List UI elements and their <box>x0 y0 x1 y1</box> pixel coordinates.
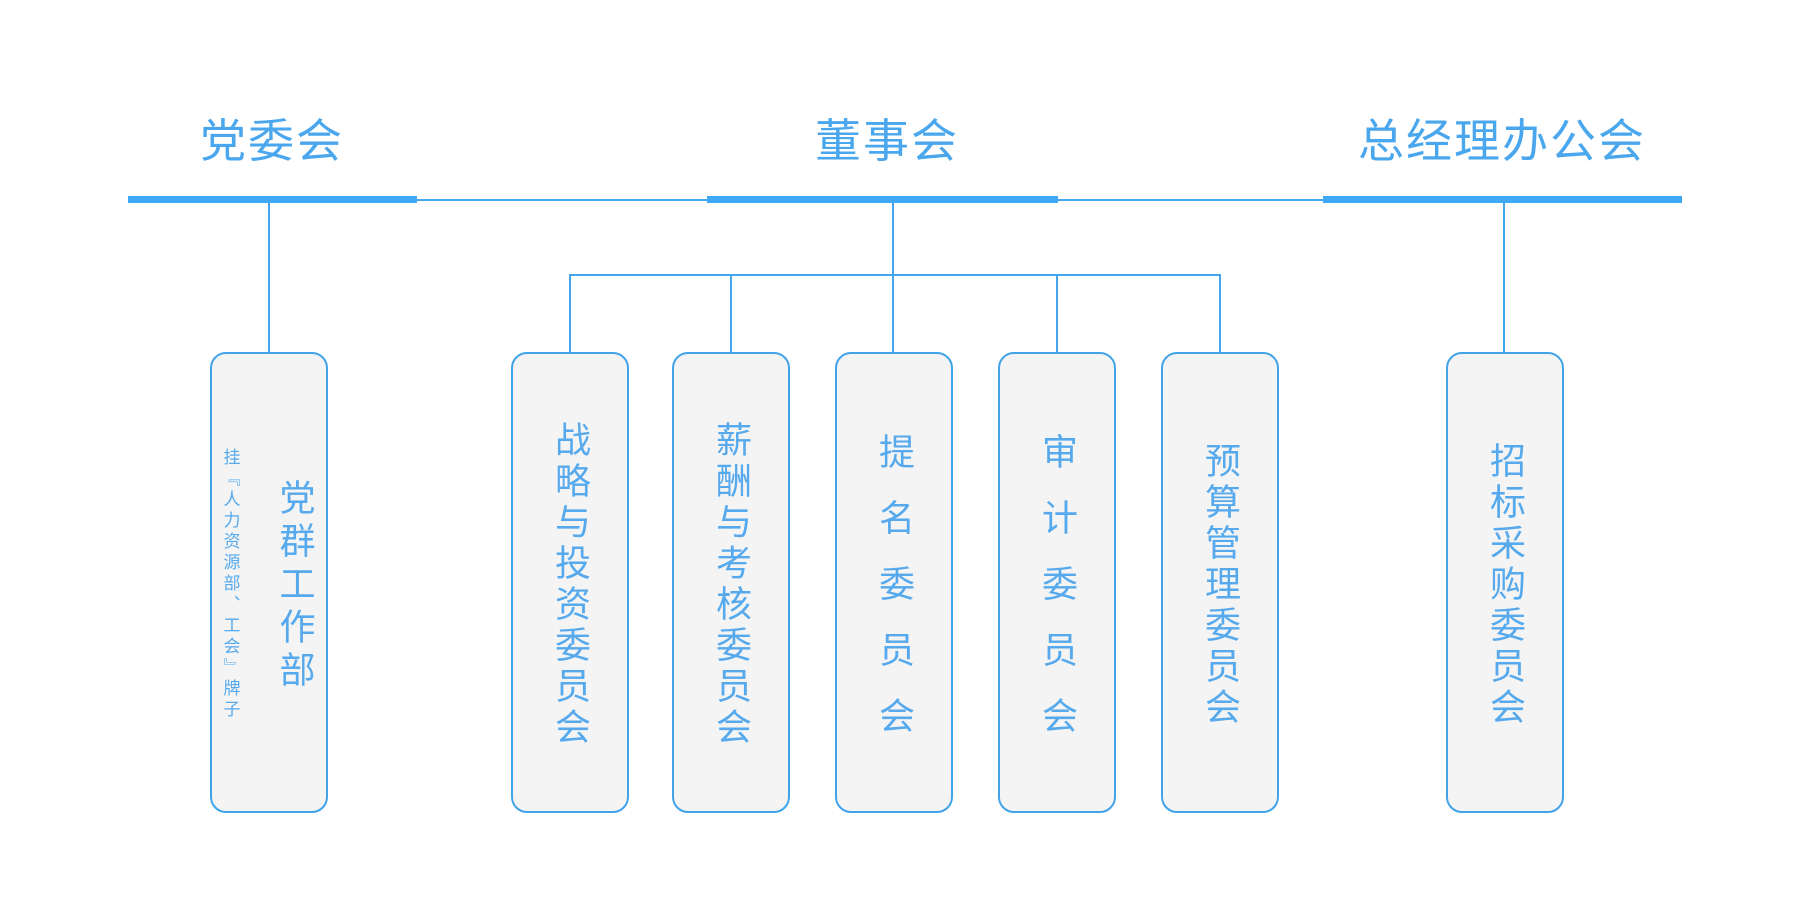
box-audit-committee: 审计委员会 <box>998 352 1116 813</box>
connector-board-of-directors-drop <box>892 200 894 352</box>
header-general-manager-office: 总经理办公会 <box>1358 115 1646 167</box>
box-strategy-investment-committee: 战略与投资委员会 <box>511 352 629 813</box>
box-bidding-procurement-committee: 招标采购委员会 <box>1446 352 1564 813</box>
party-committee-underline <box>128 196 417 203</box>
connector-bus-drop-remuneration <box>730 274 732 352</box>
box-party-mass-work-dept: 挂『人力资源部、工会』牌子 党群工作部 <box>210 352 328 813</box>
board-of-directors-underline <box>707 196 1058 203</box>
bidding-procurement-committee-label: 招标采购委员会 <box>1485 441 1526 729</box>
connector-bus-drop-audit <box>1056 274 1058 352</box>
budget-management-committee-label: 预算管理委员会 <box>1200 441 1241 729</box>
party-mass-work-dept-label: 党群工作部 <box>274 478 316 694</box>
connector-general-manager-office-drop <box>1503 200 1505 352</box>
remuneration-appraisal-committee-label: 薪酬与考核委员会 <box>711 421 752 749</box>
strategy-investment-committee-label: 战略与投资委员会 <box>550 421 591 749</box>
header-party-committee: 党委会 <box>200 115 344 167</box>
header-board-of-directors: 董事会 <box>815 115 959 167</box>
nomination-committee-label: 提名委员会 <box>874 432 915 763</box>
box-nomination-committee: 提名委员会 <box>835 352 953 813</box>
audit-committee-label: 审计委员会 <box>1037 432 1078 763</box>
party-mass-work-dept-note: 挂『人力资源部、工会』牌子 <box>220 448 240 721</box>
connector-board-bus <box>569 274 1221 276</box>
connector-bus-drop-budget <box>1219 274 1221 352</box>
box-remuneration-appraisal-committee: 薪酬与考核委员会 <box>672 352 790 813</box>
box-budget-management-committee: 预算管理委员会 <box>1161 352 1279 813</box>
general-manager-office-underline <box>1323 196 1682 203</box>
connector-bus-drop-strategy <box>569 274 571 352</box>
connector-party-committee-drop <box>268 200 270 352</box>
